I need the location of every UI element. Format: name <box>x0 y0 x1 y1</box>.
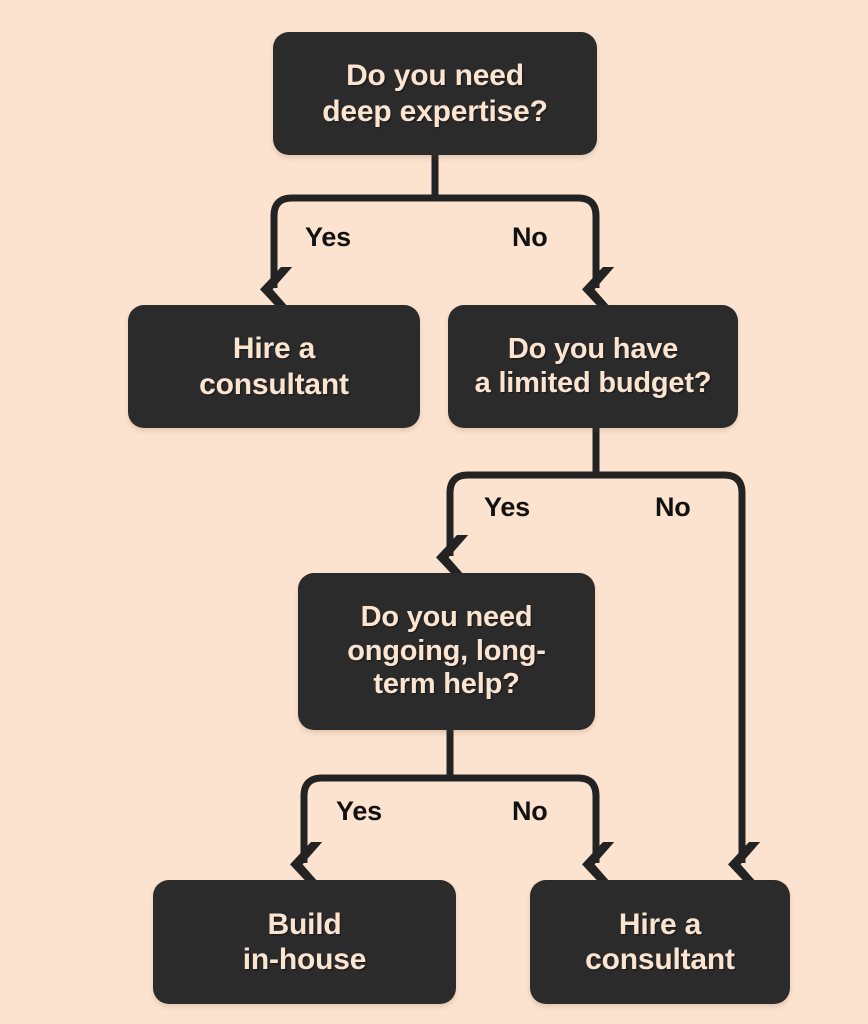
branch-label-ongoing-yes: Yes <box>336 796 382 826</box>
node-do-you-need-ongoing-long-term-help[interactable]: Do you need ongoing, long- term help? <box>298 573 595 730</box>
node-label: Do you have a limited budget? <box>474 332 712 399</box>
node-do-you-have-a-limited-budget[interactable]: Do you have a limited budget? <box>448 305 738 428</box>
node-label: Build in-house <box>242 907 367 976</box>
edge-ongoing-no <box>450 774 615 887</box>
node-label: Do you need ongoing, long- term help? <box>347 600 546 701</box>
branch-label-ongoing-no: No <box>512 796 548 826</box>
branch-label-budget-yes: Yes <box>484 492 530 522</box>
node-label: Hire a consultant <box>199 332 349 401</box>
branch-label-budget-no: No <box>655 492 691 522</box>
node-hire-a-consultant-bottom[interactable]: Hire a consultant <box>530 880 790 1004</box>
branch-label-expertise-yes: Yes <box>305 222 351 252</box>
branch-label-expertise-no: No <box>512 222 548 252</box>
node-do-you-need-deep-expertise[interactable]: Do you need deep expertise? <box>273 32 597 155</box>
node-build-in-house[interactable]: Build in-house <box>153 880 456 1004</box>
edge-ongoing-yes <box>290 774 450 887</box>
node-label: Do you need deep expertise? <box>322 59 548 128</box>
edge-expertise-yes <box>260 194 435 312</box>
edge-budget-no <box>596 471 761 887</box>
edge-budget-yes <box>436 471 596 580</box>
edge-expertise-no <box>435 194 615 312</box>
node-hire-a-consultant-top[interactable]: Hire a consultant <box>128 305 420 428</box>
node-label: Hire a consultant <box>585 907 735 976</box>
